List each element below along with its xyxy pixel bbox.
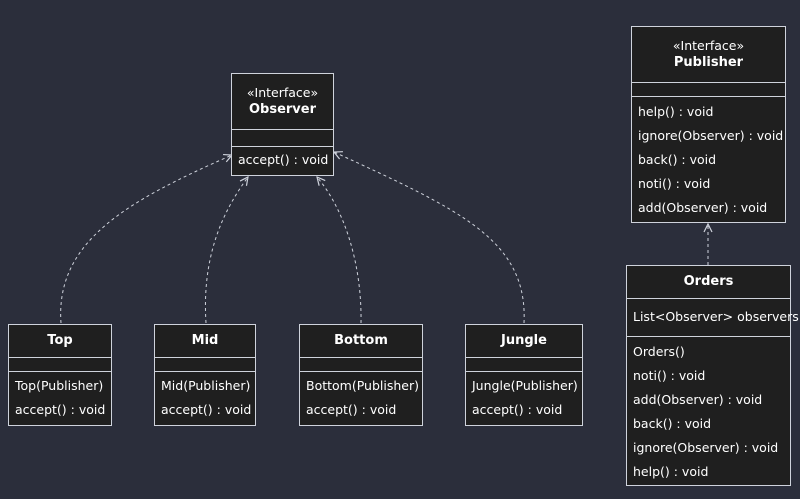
method-row: Orders() <box>633 344 685 359</box>
method-row: accept() : void <box>15 402 106 417</box>
attribute-row: List<Observer> observers <box>633 309 799 324</box>
methods-section: Bottom(Publisher) accept() : void <box>300 372 422 422</box>
methods-section: help() : void ignore(Observer) : void ba… <box>632 97 785 220</box>
edge-mid-to-observer <box>204 177 248 324</box>
class-name: Mid <box>191 333 219 348</box>
methods-section: accept() : void <box>232 147 333 172</box>
class-bottom: Bottom Bottom(Publisher) accept() : void <box>299 324 423 426</box>
class-name: Jungle <box>501 333 547 348</box>
attributes-section <box>232 130 333 147</box>
method-row: ignore(Observer) : void <box>633 440 779 455</box>
method-row: add(Observer) : void <box>638 200 768 215</box>
methods-section: Mid(Publisher) accept() : void <box>155 372 255 422</box>
method-row: accept() : void <box>306 402 397 417</box>
edge-top-to-observer <box>60 155 232 324</box>
class-header: Bottom <box>300 325 422 358</box>
class-name: Observer <box>248 101 317 117</box>
class-header: Jungle <box>466 325 582 358</box>
attributes-section <box>155 358 255 372</box>
attributes-section <box>300 358 422 372</box>
method-row: noti() : void <box>633 368 706 383</box>
class-name: Publisher <box>673 54 744 70</box>
class-jungle: Jungle Jungle(Publisher) accept() : void <box>465 324 583 426</box>
method-row: Bottom(Publisher) <box>306 378 419 393</box>
method-row: add(Observer) : void <box>633 392 763 407</box>
methods-section: Top(Publisher) accept() : void <box>9 372 111 422</box>
class-publisher: «Interface» Publisher help() : void igno… <box>631 26 786 223</box>
class-top: Top Top(Publisher) accept() : void <box>8 324 112 426</box>
class-header: Top <box>9 325 111 358</box>
class-observer: «Interface» Observer accept() : void <box>231 73 334 176</box>
attributes-section <box>632 83 785 97</box>
method-row: Mid(Publisher) <box>161 378 251 393</box>
method-row: accept() : void <box>161 402 252 417</box>
class-name: Bottom <box>334 333 388 348</box>
class-name: Orders <box>683 274 734 289</box>
attributes-section <box>466 358 582 372</box>
method-row: Jungle(Publisher) <box>472 378 578 393</box>
method-row: Top(Publisher) <box>15 378 104 393</box>
edge-bottom-to-observer <box>317 177 362 324</box>
class-orders: Orders List<Observer> observers Orders()… <box>626 265 799 486</box>
class-header: «Interface» Publisher <box>632 27 785 83</box>
stereotype-label: «Interface» <box>672 37 745 53</box>
attributes-section <box>9 358 111 372</box>
methods-section: Orders() noti() : void add(Observer) : v… <box>627 337 790 484</box>
class-mid: Mid Mid(Publisher) accept() : void <box>154 324 256 426</box>
edge-jungle-to-observer <box>334 152 525 324</box>
class-header: «Interface» Observer <box>232 74 333 130</box>
method-row: accept() : void <box>472 402 563 417</box>
class-name: Top <box>47 333 73 348</box>
method-row: help() : void <box>633 464 709 479</box>
class-header: Orders <box>627 266 790 299</box>
method-row: ignore(Observer) : void <box>638 128 784 143</box>
method-row: back() : void <box>633 416 712 431</box>
methods-section: Jungle(Publisher) accept() : void <box>466 372 582 422</box>
method-row: help() : void <box>638 104 714 119</box>
stereotype-label: «Interface» <box>246 84 319 100</box>
class-header: Mid <box>155 325 255 358</box>
method-row: back() : void <box>638 152 717 167</box>
method-row: noti() : void <box>638 176 711 191</box>
method-row: accept() : void <box>238 152 329 167</box>
attributes-section: List<Observer> observers <box>627 299 799 337</box>
